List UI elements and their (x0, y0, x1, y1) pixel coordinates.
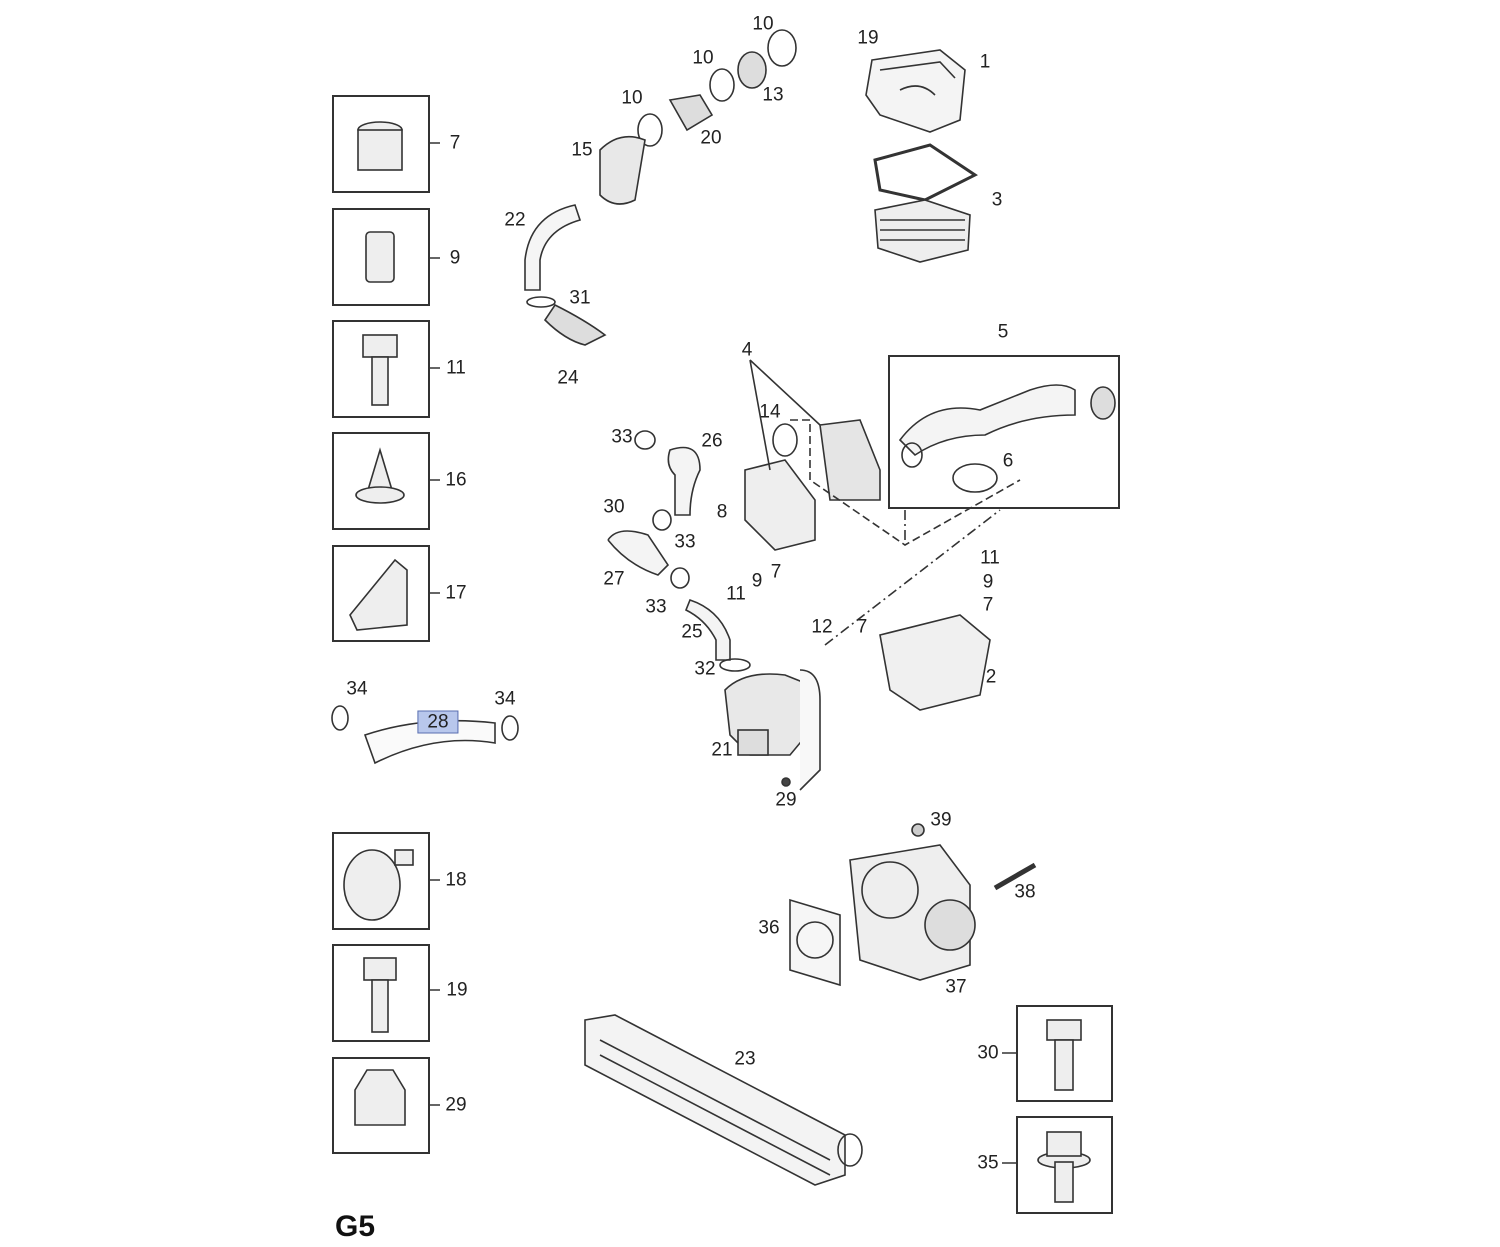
callout-34[interactable]: 34 (494, 688, 516, 710)
callout-38[interactable]: 38 (1014, 881, 1036, 903)
callout-12[interactable]: 12 (811, 616, 833, 638)
lower-air-box (879, 614, 991, 711)
detail-box-30 (1016, 1005, 1113, 1102)
air-filter-element (874, 199, 971, 263)
callout-39[interactable]: 39 (930, 809, 952, 831)
callout-36[interactable]: 36 (758, 917, 780, 939)
callout-18[interactable]: 18 (445, 869, 467, 891)
assembly-box-5 (888, 355, 1120, 509)
callout-20[interactable]: 20 (700, 127, 722, 149)
callout-25[interactable]: 25 (681, 621, 703, 643)
callout-1[interactable]: 1 (979, 51, 991, 73)
callout-11[interactable]: 11 (726, 583, 746, 605)
detail-box-29 (332, 1057, 430, 1154)
callout-33[interactable]: 33 (645, 596, 667, 618)
callout-32[interactable]: 32 (694, 658, 716, 680)
callout-10[interactable]: 10 (752, 13, 774, 35)
callout-2[interactable]: 2 (985, 666, 997, 688)
callout-7[interactable]: 7 (856, 616, 868, 638)
callout-35[interactable]: 35 (977, 1152, 999, 1174)
callout-7[interactable]: 7 (449, 132, 461, 154)
callout-34[interactable]: 34 (346, 678, 368, 700)
detail-box-35 (1016, 1116, 1113, 1214)
callout-13[interactable]: 13 (762, 84, 784, 106)
callout-23[interactable]: 23 (734, 1048, 756, 1070)
hose-28 (331, 705, 519, 765)
duct-assembly (898, 384, 1116, 493)
resonator (744, 359, 1021, 646)
callout-11[interactable]: 11 (446, 357, 466, 379)
air-box-lid (865, 49, 966, 133)
callout-9[interactable]: 9 (982, 571, 994, 593)
callout-29[interactable]: 29 (445, 1094, 467, 1116)
callout-30[interactable]: 30 (603, 496, 625, 518)
intake-hoses (524, 29, 797, 346)
callout-17[interactable]: 17 (445, 582, 467, 604)
callout-8[interactable]: 8 (716, 501, 728, 523)
callout-24[interactable]: 24 (557, 367, 579, 389)
callout-14[interactable]: 14 (759, 401, 781, 423)
callout-33[interactable]: 33 (674, 531, 696, 553)
intercooler (584, 1014, 863, 1186)
callout-16[interactable]: 16 (445, 469, 467, 491)
callout-11[interactable]: 11 (980, 547, 1000, 569)
seal-gasket (873, 143, 978, 202)
callout-30[interactable]: 30 (977, 1042, 999, 1064)
callout-3[interactable]: 3 (991, 189, 1003, 211)
detail-box-11 (332, 320, 430, 418)
callout-10[interactable]: 10 (621, 87, 643, 109)
callout-27[interactable]: 27 (603, 568, 625, 590)
detail-box-17 (332, 545, 430, 642)
box-icons (343, 121, 1091, 1203)
detail-box-9 (332, 208, 430, 306)
detail-box-19 (332, 944, 430, 1042)
callout-22[interactable]: 22 (504, 209, 526, 231)
callout-10[interactable]: 10 (692, 47, 714, 69)
throttle-body (789, 823, 1037, 987)
detail-box-16 (332, 432, 430, 530)
callout-15[interactable]: 15 (571, 139, 593, 161)
callout-28-highlighted[interactable]: 28 (417, 710, 459, 734)
callout-4[interactable]: 4 (741, 339, 753, 361)
callout-19[interactable]: 19 (446, 979, 468, 1001)
callout-21[interactable]: 21 (711, 739, 733, 761)
sheet-code: G5 (335, 1210, 376, 1243)
callout-5[interactable]: 5 (997, 321, 1009, 343)
hoses-mid (607, 430, 731, 661)
callout-31[interactable]: 31 (569, 287, 591, 309)
callout-33[interactable]: 33 (611, 426, 633, 448)
detail-box-7 (332, 95, 430, 193)
callout-37[interactable]: 37 (945, 976, 967, 998)
callout-9[interactable]: 9 (449, 247, 461, 269)
callout-6[interactable]: 6 (1002, 450, 1014, 472)
callout-9[interactable]: 9 (751, 570, 763, 592)
turbocharger (719, 658, 821, 791)
detail-box-18 (332, 832, 430, 930)
callout-26[interactable]: 26 (701, 430, 723, 452)
callout-19[interactable]: 19 (857, 27, 879, 49)
callout-7[interactable]: 7 (982, 594, 994, 616)
leader-lines (430, 142, 1016, 1164)
callout-7[interactable]: 7 (770, 561, 782, 583)
callout-29[interactable]: 29 (775, 789, 797, 811)
